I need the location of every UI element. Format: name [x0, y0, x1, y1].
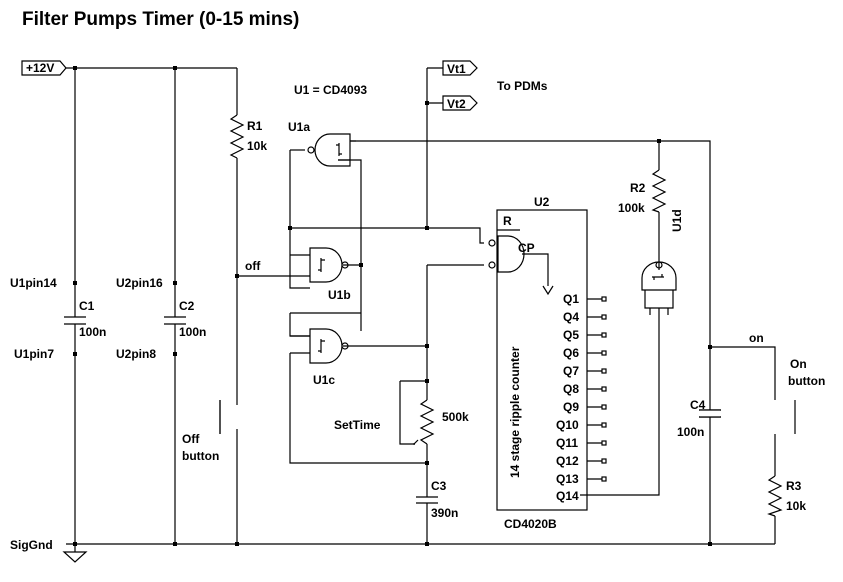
gate-u1d: [641, 261, 677, 309]
q-label: Q11: [556, 436, 578, 450]
vt1-label: Vt1: [447, 62, 466, 76]
port-vt1: [442, 60, 478, 76]
r2-value: 100k: [618, 201, 645, 215]
r3-value: 10k: [786, 499, 806, 513]
port-vt2: [442, 95, 478, 111]
c3-ref: C3: [431, 479, 447, 493]
c2-ref: C2: [179, 299, 195, 313]
off-button-switch: [219, 400, 238, 434]
capacitor-c3: [416, 496, 438, 504]
gate-u1c: [290, 328, 349, 364]
u2pin8-label: U2pin8: [116, 347, 156, 361]
u2-part: CD4020B: [504, 517, 557, 531]
gate-u1a: [307, 133, 356, 167]
u1a-label: U1a: [288, 120, 310, 134]
q-label: Q7: [563, 364, 579, 378]
q-label: Q12: [556, 454, 579, 468]
on-button-label-line1: On: [790, 357, 807, 371]
capacitor-c4: [699, 409, 721, 418]
q-label: Q13: [556, 472, 579, 486]
u2-ref: U2: [534, 195, 550, 209]
off-net-label: off: [245, 259, 261, 273]
q-label: Q4: [563, 310, 579, 324]
q-label: Q9: [563, 400, 579, 414]
supply-port: [21, 60, 67, 76]
on-net-label: on: [749, 331, 764, 345]
u1d-label: U1d: [670, 209, 684, 232]
off-button-label-line2: button: [182, 449, 219, 463]
c4-value: 100n: [677, 425, 704, 439]
c3-value: 390n: [431, 506, 458, 520]
pot-value: 500k: [442, 410, 469, 424]
u2-reset-pin: R: [503, 214, 512, 228]
diagram-title: Filter Pumps Timer (0-15 mins): [22, 9, 299, 30]
c2-value: 100n: [179, 325, 206, 339]
ground-label: SigGnd: [10, 538, 53, 552]
gate-u1b: [290, 247, 349, 283]
ic-note: U1 = CD4093: [294, 83, 367, 97]
q-label: Q14: [556, 489, 579, 503]
u2-clock-pin: CP: [518, 241, 535, 255]
resistor-r1: [229, 114, 245, 159]
off-button-label-line1: Off: [182, 432, 200, 446]
c1-ref: C1: [79, 299, 95, 313]
vt2-label: Vt2: [447, 97, 466, 111]
q-label: Q8: [563, 382, 579, 396]
potentiometer-settime: [413, 399, 435, 445]
junctions: [73, 66, 712, 546]
u2pin16-label: U2pin16: [116, 276, 163, 290]
on-button-label-line2: button: [788, 374, 825, 388]
capacitor-c1: [64, 316, 86, 325]
pdm-note: To PDMs: [497, 79, 548, 93]
q-label: Q6: [563, 346, 579, 360]
gate-u2-clock: [488, 235, 554, 296]
pot-ref: SetTime: [334, 418, 381, 432]
r3-ref: R3: [786, 479, 802, 493]
u2-q-outputs: Q1 Q4 Q5 Q6 Q7 Q8 Q9 Q10 Q11 Q12 Q13 Q14: [556, 292, 579, 503]
counter-u2-body: [496, 209, 607, 511]
supply-label: +12V: [26, 61, 54, 75]
r1-ref: R1: [247, 119, 263, 133]
r1-value: 10k: [247, 139, 267, 153]
q-label: Q1: [563, 292, 579, 306]
c1-value: 100n: [79, 325, 106, 339]
capacitor-c2: [164, 316, 186, 325]
u1pin7-label: U1pin7: [14, 347, 54, 361]
ground-symbol: [62, 544, 88, 563]
r2-ref: R2: [630, 181, 646, 195]
resistor-r3: [767, 475, 783, 517]
c4-ref: C4: [690, 398, 706, 412]
u2-description: 14 stage ripple counter: [508, 346, 522, 478]
q-label: Q5: [563, 328, 579, 342]
u1c-label: U1c: [313, 373, 335, 387]
u1pin14-label: U1pin14: [10, 276, 57, 290]
u1b-label: U1b: [328, 288, 351, 302]
wires: [66, 67, 776, 545]
q-label: Q10: [556, 418, 579, 432]
resistor-r2: [651, 169, 667, 213]
